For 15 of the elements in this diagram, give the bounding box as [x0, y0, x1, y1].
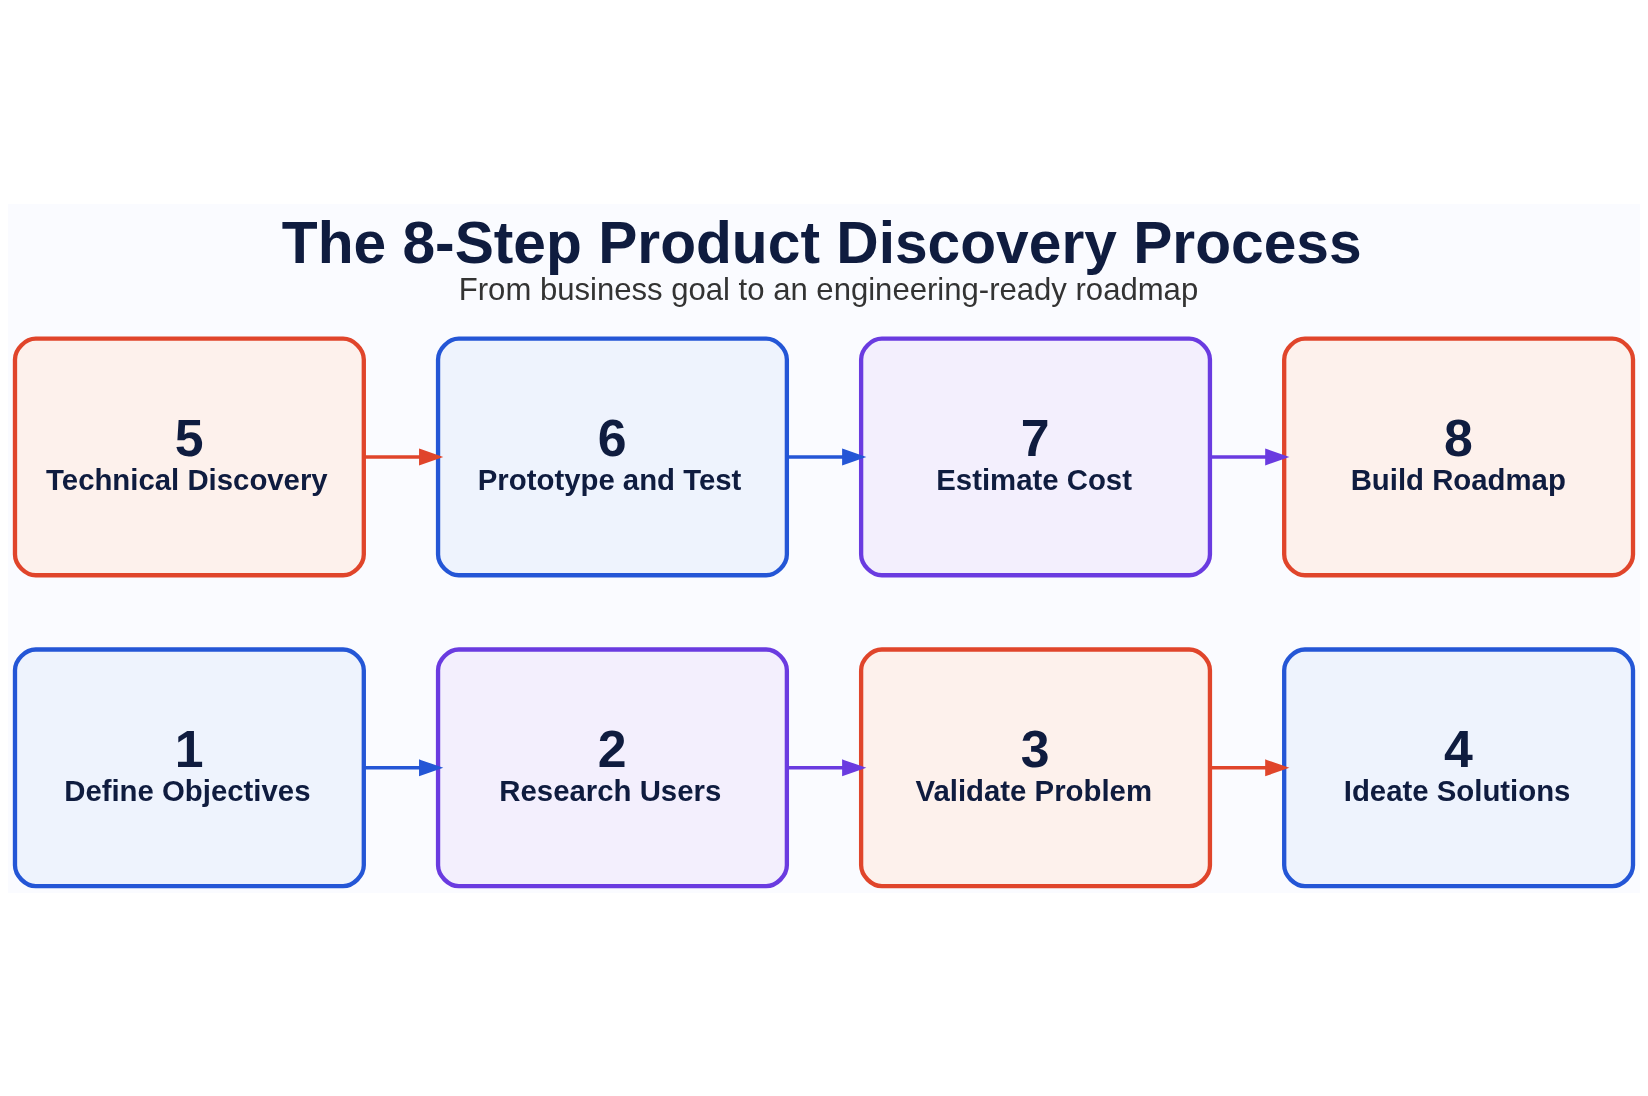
arrow: [1210, 758, 1290, 776]
node-box: 2 Research Users: [435, 646, 790, 888]
node-box: 3 Validate Problem: [858, 646, 1213, 888]
node-box: 4 Ideate Solutions: [1282, 646, 1636, 888]
node-box: 6 Prototype and Test: [435, 336, 790, 577]
arrow: [364, 448, 444, 465]
node-box: 5 Technical Discovery: [12, 336, 366, 577]
arrow: [787, 758, 867, 776]
node-box: 1 Define Objectives: [12, 646, 366, 888]
arrow: [1210, 448, 1290, 465]
node-box: 7 Estimate Cost: [858, 336, 1213, 577]
arrow: [787, 448, 867, 465]
diagram-title: The 8-Step Product Discovery Process: [281, 209, 1362, 275]
node-box: 8 Build Roadmap: [1282, 336, 1636, 577]
arrow: [364, 758, 444, 776]
